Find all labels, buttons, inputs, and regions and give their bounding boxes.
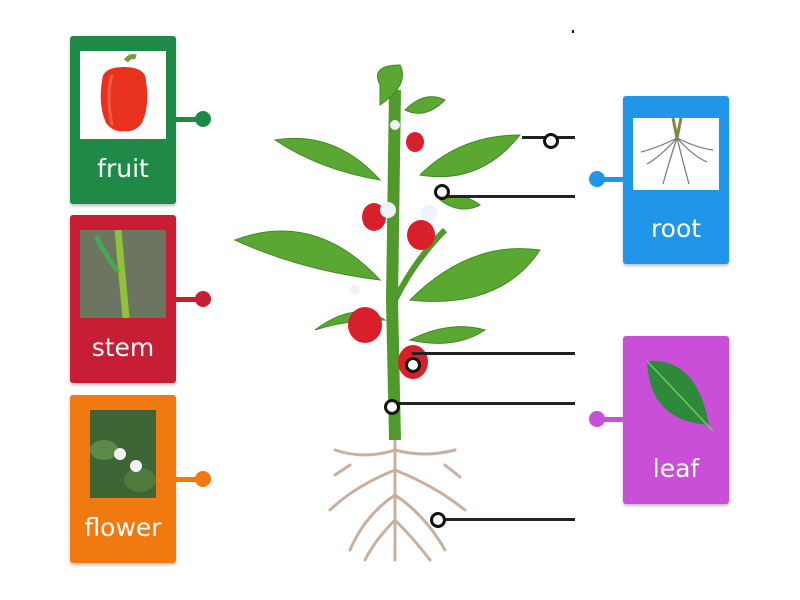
root-image — [633, 118, 719, 190]
card-label: stem — [91, 333, 155, 362]
leaf-image — [633, 351, 719, 439]
fruit-handle[interactable] — [195, 111, 211, 127]
stray-mark — [572, 30, 574, 33]
card-label: leaf — [652, 454, 700, 483]
target-line-flower — [442, 195, 575, 198]
target-point-stem[interactable] — [384, 399, 400, 415]
card-label: fruit — [97, 154, 149, 183]
pepper-plant-illustration — [233, 64, 541, 562]
target-line-fruit — [412, 352, 575, 355]
card-root[interactable]: root — [623, 96, 729, 264]
stem-connector — [176, 297, 200, 302]
target-point-flower[interactable] — [434, 184, 450, 200]
card-label: root — [650, 214, 702, 243]
target-line-stem — [393, 402, 575, 405]
flower-handle[interactable] — [195, 471, 211, 487]
card-flower[interactable]: flower — [70, 395, 176, 563]
card-label: flower — [84, 513, 162, 542]
target-point-fruit[interactable] — [405, 357, 421, 373]
pepper-image — [80, 51, 166, 139]
flower-connector — [176, 477, 200, 482]
stem-image — [80, 230, 166, 318]
target-point-root[interactable] — [430, 512, 446, 528]
stem-handle[interactable] — [195, 291, 211, 307]
target-line-root — [440, 518, 575, 521]
target-point-leaf[interactable] — [543, 133, 559, 149]
fruit-connector — [176, 117, 200, 122]
card-fruit[interactable]: fruit — [70, 36, 176, 204]
leaf-connector — [600, 417, 624, 422]
flower-image — [90, 410, 156, 498]
root-handle[interactable] — [589, 171, 605, 187]
card-stem[interactable]: stem — [70, 215, 176, 383]
card-leaf[interactable]: leaf — [623, 336, 729, 504]
root-connector — [600, 177, 624, 182]
leaf-handle[interactable] — [589, 411, 605, 427]
